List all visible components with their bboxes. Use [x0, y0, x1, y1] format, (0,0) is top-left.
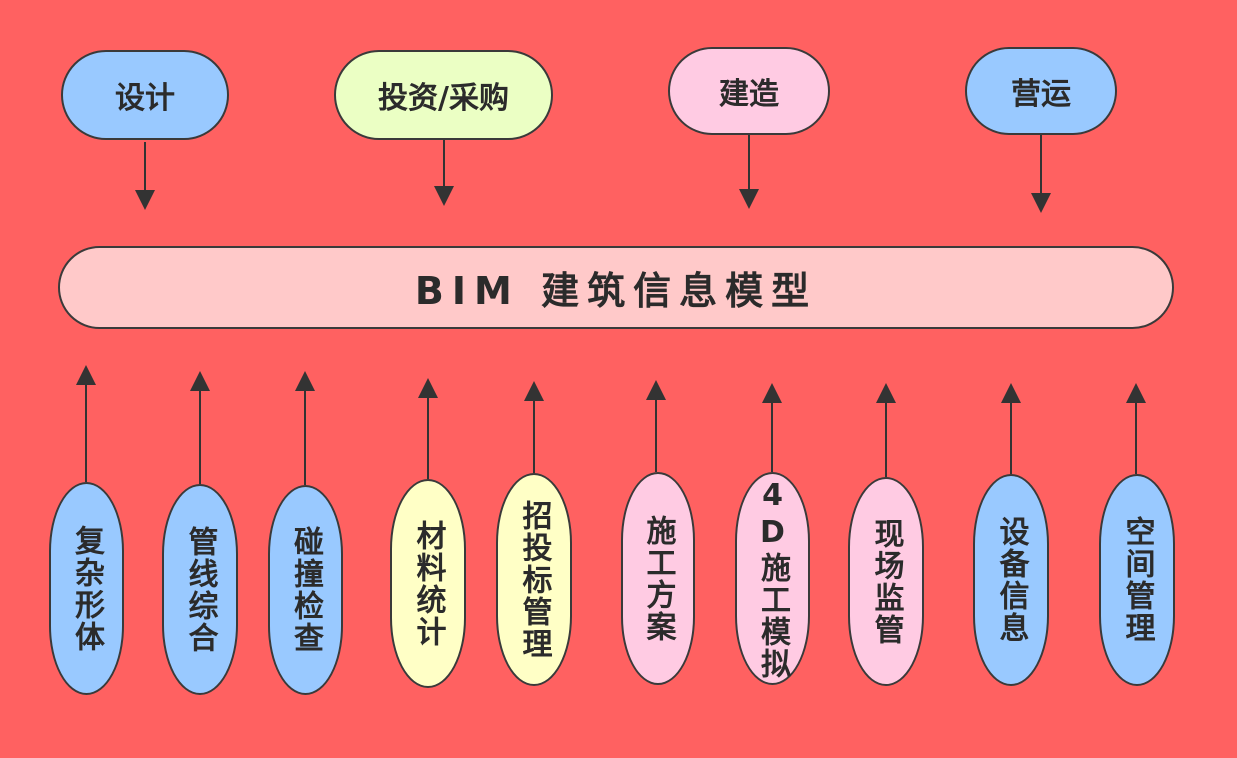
stage-operation: 营运 [965, 47, 1117, 135]
app-collision-check: 碰撞检查 [268, 485, 343, 695]
app-site-supervision: 现场监管 [848, 477, 924, 686]
app-complex-form: 复杂形体 [49, 482, 124, 695]
app-material-statistics: 材料统计 [390, 479, 466, 688]
app-construction-plan: 施工方案 [621, 472, 695, 685]
stage-construction: 建造 [668, 47, 830, 135]
app-4d-simulation: 4D施工模拟 [735, 472, 810, 685]
app-space-management: 空间管理 [1099, 474, 1175, 686]
app-bidding-management: 招投标管理 [496, 473, 572, 686]
app-equipment-info: 设备信息 [973, 474, 1049, 686]
app-pipeline-integration: 管线综合 [162, 484, 238, 695]
stage-investment-procurement: 投资/采购 [334, 50, 553, 140]
stage-design: 设计 [61, 50, 229, 140]
bim-model-bar: BIM 建筑信息模型 [58, 246, 1174, 329]
